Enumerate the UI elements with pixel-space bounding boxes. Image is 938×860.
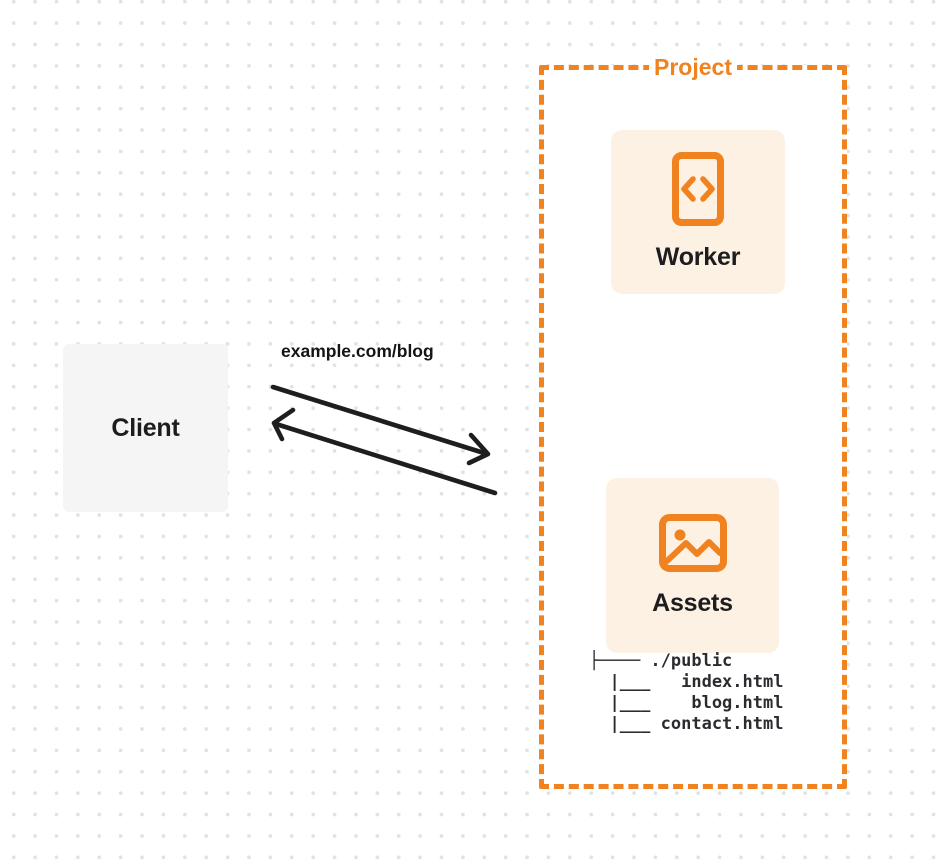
file-tree: ├──── ./public |___ index.html |___ blog…: [589, 651, 783, 735]
assets-label: Assets: [652, 588, 733, 617]
image-icon: [658, 513, 727, 572]
request-arrow: [270, 384, 491, 466]
tree-line-public: ├──── ./public: [589, 651, 733, 671]
client-label: Client: [111, 413, 180, 442]
tree-line-blog: |___ blog.html: [589, 693, 784, 713]
project-boundary: Project Worker Assets ├──── ./public |__…: [539, 53, 847, 789]
assets-node: Assets: [606, 478, 779, 653]
request-url-label: example.com/blog: [281, 341, 434, 361]
client-node: Client: [63, 344, 228, 512]
code-icon: [672, 152, 724, 226]
tree-line-index: |___ index.html: [589, 672, 784, 692]
tree-line-contact: |___ contact.html: [589, 714, 784, 734]
worker-label: Worker: [655, 243, 741, 271]
project-label: Project: [649, 53, 737, 81]
worker-node: Worker: [611, 130, 785, 294]
response-arrow: [271, 407, 498, 496]
